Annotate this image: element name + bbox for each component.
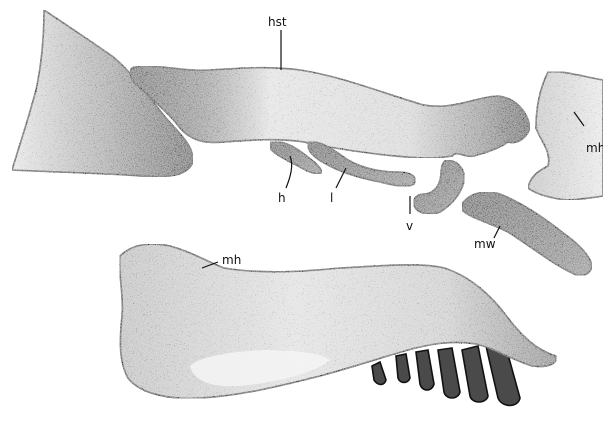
label-h: h [278, 191, 286, 205]
label-mh-top: mh [586, 141, 603, 155]
tooth-4 [438, 348, 460, 398]
tooth-3 [416, 350, 434, 390]
mw-element-shape [462, 192, 592, 275]
label-mw: mw [474, 237, 496, 251]
v-element-shape [414, 160, 465, 214]
mh-bottom-element [120, 244, 557, 405]
tooth-2 [396, 354, 410, 383]
label-hst: hst [268, 15, 287, 29]
tooth-5 [462, 346, 488, 402]
mh-bottom-element-shape [120, 244, 557, 398]
label-mh-bottom: mh [222, 253, 241, 267]
label-l: l [330, 191, 333, 205]
label-v: v [406, 219, 413, 233]
tooth-1 [372, 362, 386, 385]
hst-element-shape [130, 66, 530, 158]
mh-right-element-shape [528, 72, 603, 200]
